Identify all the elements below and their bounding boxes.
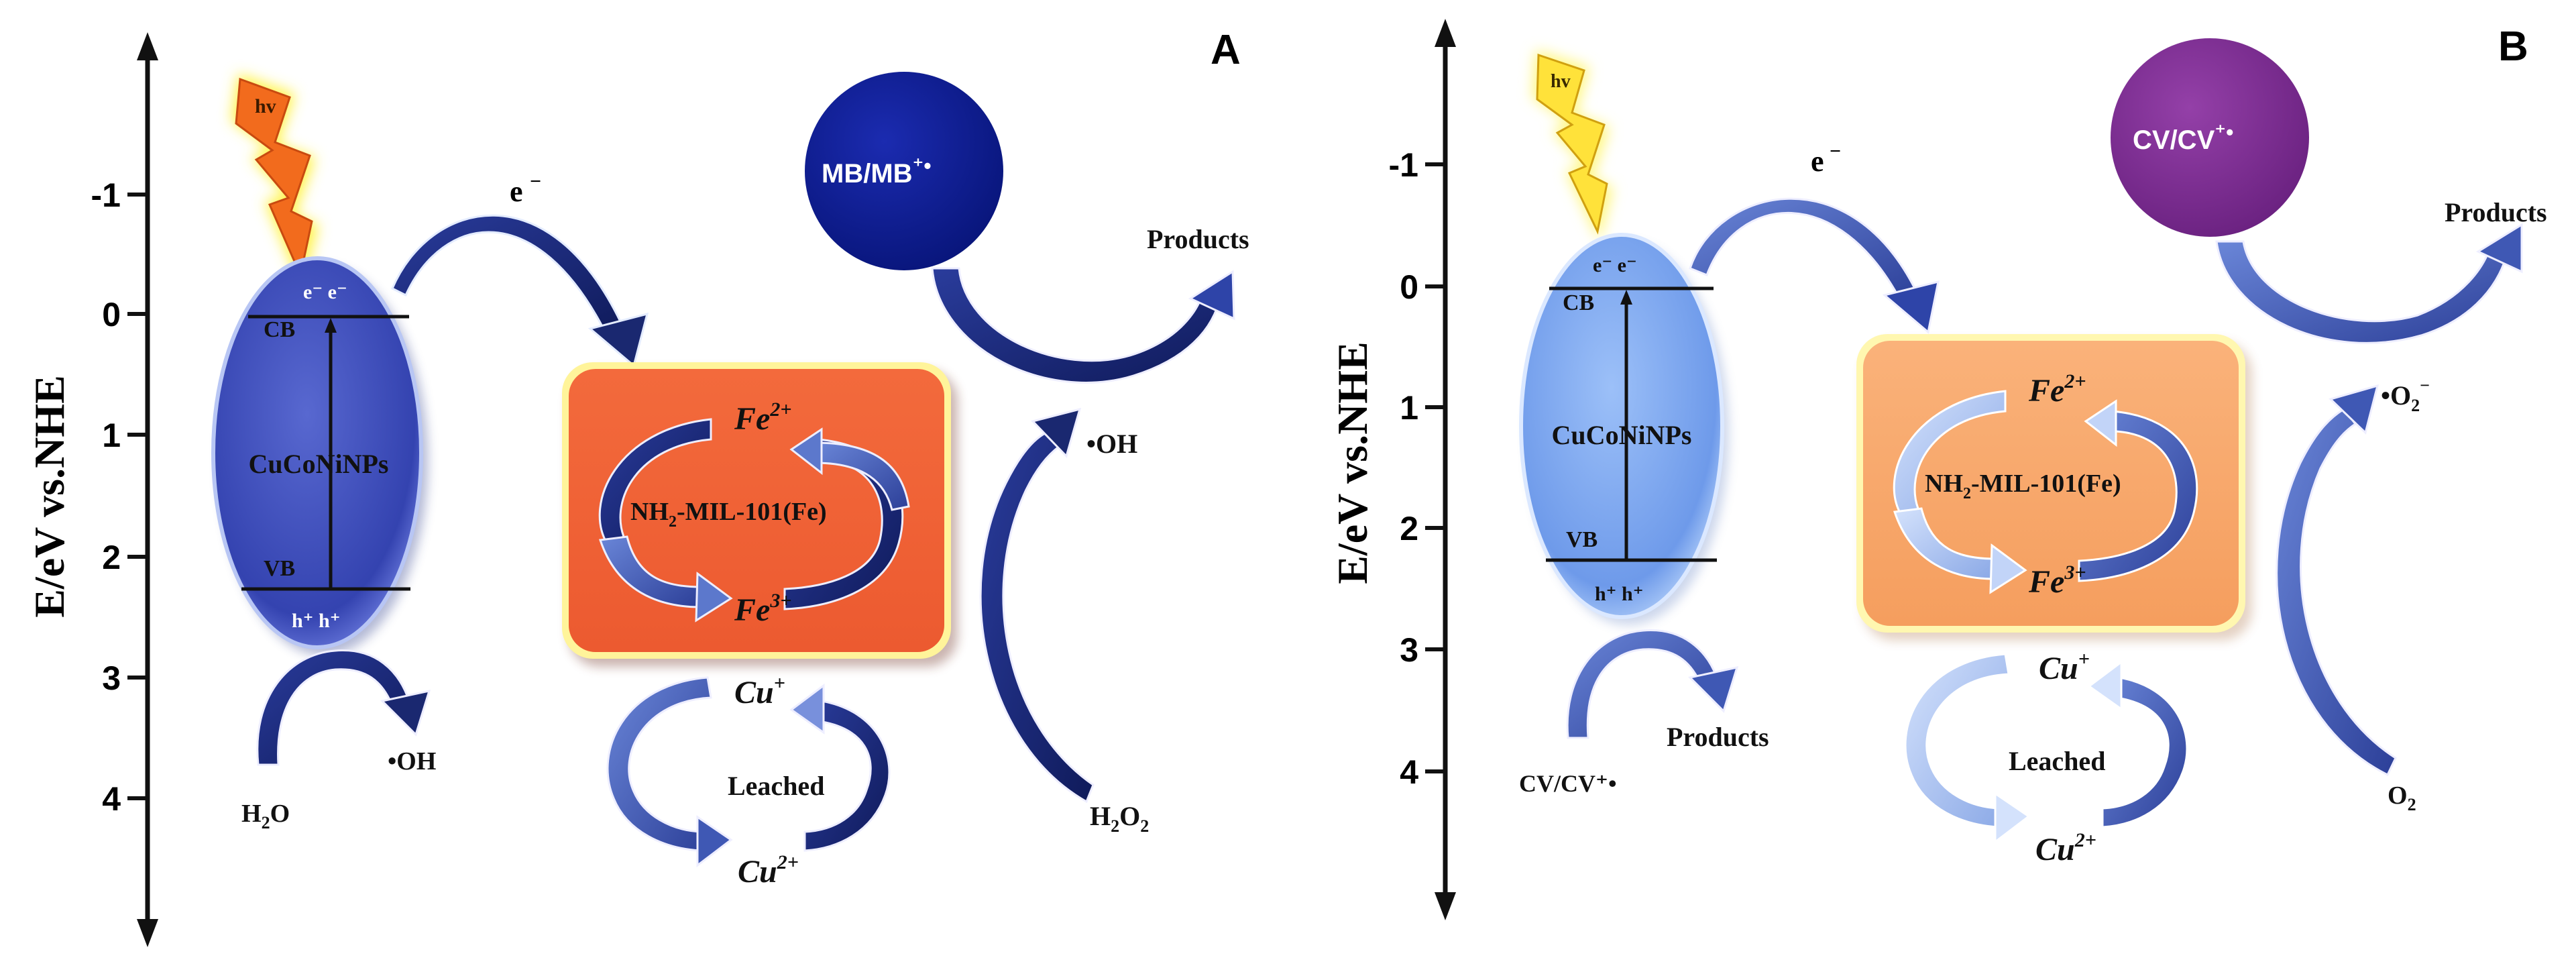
fe2-label: Fe2+ (2028, 370, 2086, 409)
oh-radical-label: •OH (1086, 429, 1137, 459)
mof-box-b: Fe2+ NH2-MIL-101(Fe) Fe3+ (1856, 334, 2252, 641)
cycle-arrowhead-icon (695, 572, 733, 623)
dye-label: CV/CV⁺• (2133, 120, 2233, 155)
cu1-label: Cu+ (734, 672, 785, 710)
cycle-arrowhead-icon (696, 815, 733, 868)
hv-label: hv (1551, 71, 1571, 92)
dye-circle-mb: MB/MB⁺• (805, 72, 1003, 270)
h2o-label: H2O (241, 800, 290, 832)
vb-label: VB (264, 556, 295, 581)
panel-b: -1 0 1 2 3 4 E/eV vs.NHE B hv e⁻ e⁻ CB C… (1329, 19, 2547, 920)
axis-title: E/eV vs.NHE (25, 375, 73, 618)
axis-arrow-up-icon (1435, 19, 1456, 47)
tick-label: 0 (102, 296, 121, 333)
semiconductor-cuconi-a: e⁻ e⁻ CB CuCoNiNPs VB h⁺ h⁺ (211, 256, 428, 655)
tick-label: 3 (102, 659, 121, 697)
products-label: Products (2445, 197, 2547, 227)
excitation-arrow-icon (1620, 290, 1632, 305)
cb-label: CB (264, 317, 295, 342)
tick-label: 3 (1400, 631, 1418, 669)
leached-cycle-b: Cu+ Leached Cu2+ (1904, 648, 2188, 867)
superoxide-label: •O2− (2381, 376, 2430, 415)
electrons-label: e⁻ e⁻ (1593, 254, 1637, 276)
cv-label: CV/CV⁺• (1519, 770, 1617, 797)
fe2-label: Fe2+ (734, 398, 791, 437)
leached-label: Leached (2009, 746, 2105, 776)
hv-label: hv (255, 95, 276, 117)
panel-label: B (2498, 23, 2528, 70)
products-label: Products (1147, 224, 1249, 254)
cycle-arrowhead-icon (789, 684, 825, 735)
h2o2-arrow-a: •OH H2O2 (979, 407, 1149, 836)
electrons-label: e⁻ e⁻ (303, 281, 347, 303)
dye-label: MB/MB⁺• (822, 154, 932, 188)
tick-label: -1 (91, 176, 121, 214)
leached-cycle-a: Cu+ Leached Cu2+ (606, 672, 891, 890)
cycle-arrowhead-icon (1989, 543, 2027, 594)
cycle-arrowhead-icon (789, 427, 823, 476)
h2o2-label: H2O2 (1090, 801, 1149, 836)
o2-label: O2 (2388, 782, 2416, 814)
excitation-arrow-icon (325, 318, 337, 333)
panel-label: A (1211, 27, 1241, 73)
fe3-label: Fe3+ (2028, 561, 2086, 600)
tick-label: 0 (1400, 268, 1418, 306)
electron-transfer-arrow-a: e − (391, 170, 649, 368)
panel-a: -1 0 1 2 3 4 E/eV vs.NHE A hv e⁻ e⁻ CB C… (25, 27, 1249, 947)
electron-label: e (510, 175, 523, 208)
lightning-bolt-icon: hv (1532, 50, 1613, 241)
tick-label: 4 (1400, 753, 1418, 791)
vb-label: VB (1566, 527, 1598, 552)
semiconductor-name: CuCoNiNPs (1552, 420, 1692, 450)
axis-title: E/eV vs.NHE (1329, 341, 1376, 584)
leached-label: Leached (728, 771, 824, 801)
products-arrow-b: Products (2215, 197, 2547, 344)
fe3-label: Fe3+ (734, 590, 791, 628)
cu2-label: Cu2+ (738, 851, 799, 890)
tick-label: 1 (102, 417, 121, 454)
h2o-arrow-a: H2O •OH (241, 649, 436, 832)
axis-arrow-down-icon (137, 919, 158, 947)
holes-label: h⁺ h⁺ (292, 610, 341, 632)
cv-degradation-arrow-b: Products CV/CV⁺• (1519, 629, 1769, 797)
cycle-arrowhead-icon (1994, 792, 2031, 845)
cycle-arrowhead-icon (2087, 660, 2123, 711)
tick-label: 1 (1400, 389, 1418, 427)
dye-circle-cv: CV/CV⁺• (2111, 38, 2309, 237)
tick-label: -1 (1389, 146, 1418, 184)
mof-name: NH2-MIL-101(Fe) (1925, 470, 2121, 502)
cycle-arrowhead-icon (2084, 399, 2117, 447)
semiconductor-cuconi-b: e⁻ e⁻ CB CuCoNiNPs VB h⁺ h⁺ (1519, 233, 1729, 625)
cu2-label: Cu2+ (2035, 829, 2096, 867)
mof-box-a: Fe2+ NH2-MIL-101(Fe) Fe3+ (562, 362, 958, 667)
svg-text:−: − (1830, 140, 1841, 162)
svg-text:−: − (530, 170, 541, 193)
tick-label: 2 (1400, 510, 1418, 547)
products-arrow-a: Products (931, 224, 1249, 384)
oh-radical-label: •OH (388, 747, 436, 775)
cu1-label: Cu+ (2039, 648, 2090, 686)
electron-transfer-arrow-b: e − (1689, 140, 1940, 334)
energy-axis-a: -1 0 1 2 3 4 E/eV vs.NHE (25, 32, 158, 947)
tick-label: 4 (102, 780, 121, 818)
products-label: Products (1667, 722, 1769, 752)
semiconductor-name: CuCoNiNPs (249, 449, 389, 479)
axis-arrow-up-icon (137, 32, 158, 60)
holes-label: h⁺ h⁺ (1595, 583, 1644, 605)
lightning-bolt-icon: hv (231, 74, 319, 288)
o2-arrow-b: •O2− O2 (2276, 376, 2430, 814)
cb-label: CB (1563, 290, 1594, 315)
mof-name: NH2-MIL-101(Fe) (630, 498, 827, 531)
energy-axis-b: -1 0 1 2 3 4 E/eV vs.NHE (1329, 19, 1456, 920)
electron-label: e (1811, 145, 1824, 178)
axis-arrow-down-icon (1435, 892, 1456, 920)
tick-label: 2 (102, 539, 121, 576)
